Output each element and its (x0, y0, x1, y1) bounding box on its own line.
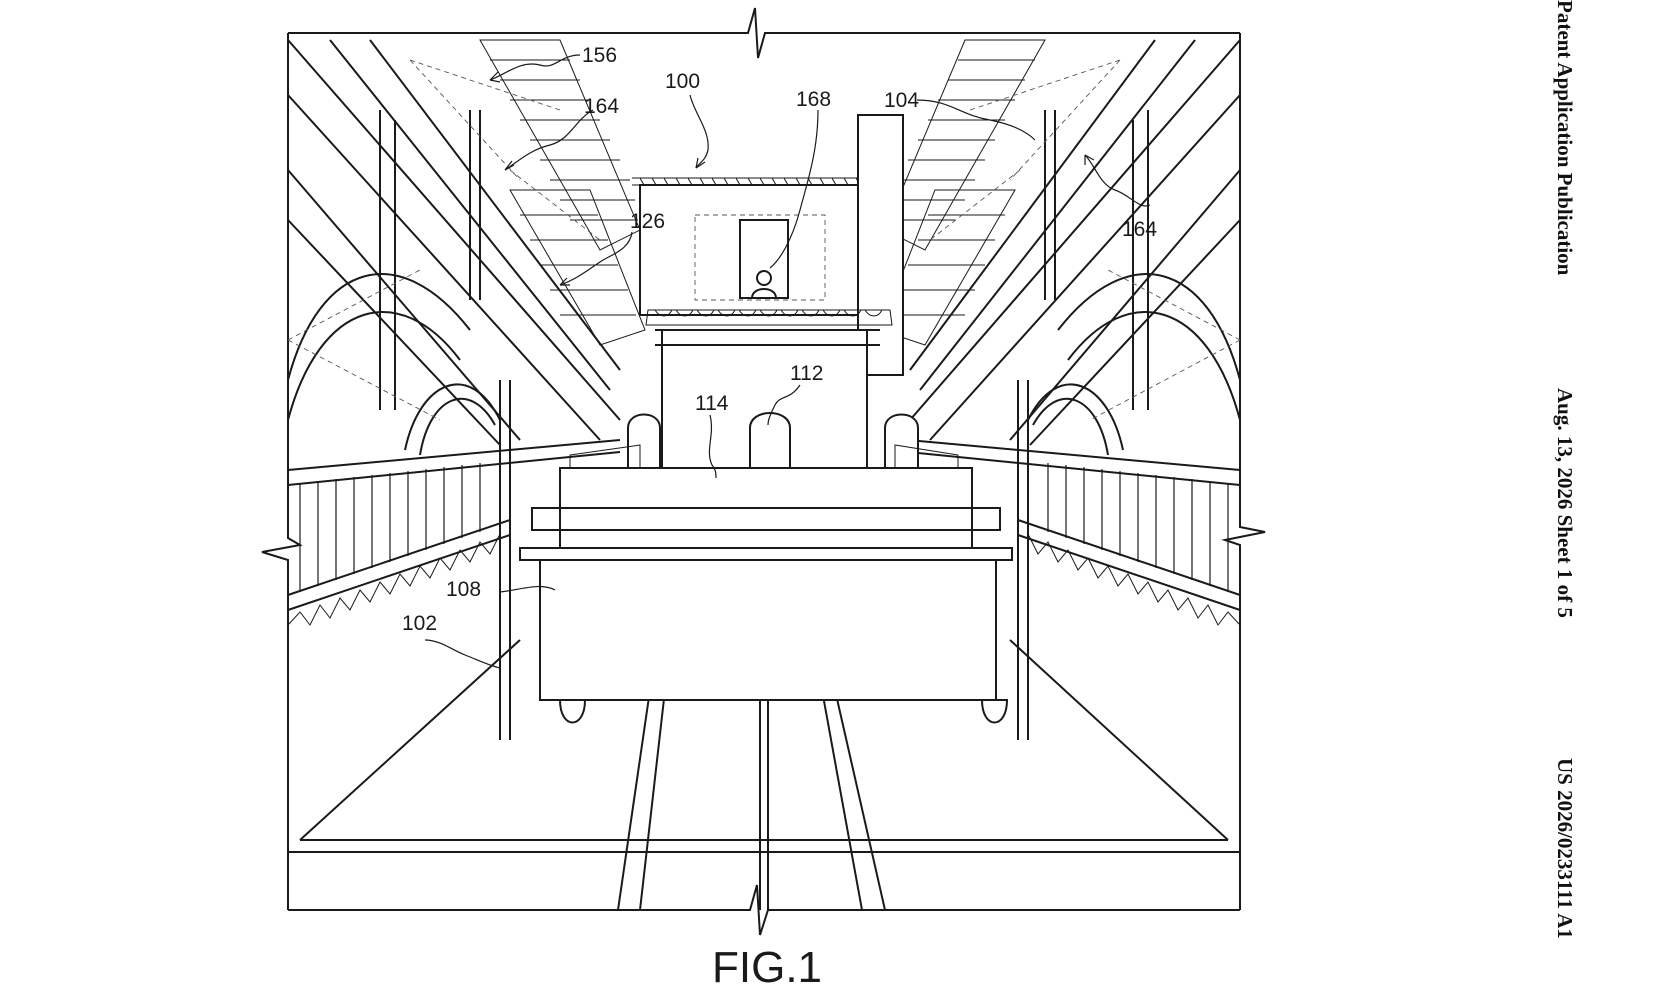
ref-108: 108 (446, 578, 481, 601)
publication-date-sheet: Aug. 13, 2026 Sheet 1 of 5 (1553, 388, 1577, 618)
ref-100: 100 (665, 70, 700, 93)
publication-type: Patent Application Publication (1553, 0, 1577, 276)
central-building (632, 114, 904, 471)
ref-114: 114 (695, 392, 729, 415)
ref-112: 112 (790, 362, 823, 385)
publication-number: US 2026/0233111 A1 (1553, 758, 1577, 939)
leader-lines (424, 54, 1151, 669)
ref-164-left: 164 (584, 95, 619, 118)
publication-header: Patent Application Publication Aug. 13, … (1548, 0, 1582, 1000)
figure-caption: FIG.1 (712, 943, 822, 992)
figure-frame (261, 7, 1266, 936)
ride-vehicle (519, 412, 1013, 724)
ref-164-right: 164 (1122, 218, 1157, 241)
track-floor (288, 639, 1240, 911)
right-structure (879, 39, 1241, 740)
ref-126: 126 (630, 210, 665, 233)
ref-156: 156 (582, 44, 617, 67)
ref-168: 168 (796, 88, 831, 111)
ref-102: 102 (402, 612, 437, 635)
ref-104: 104 (884, 89, 919, 112)
projection-beams (287, 59, 1241, 421)
left-structure (287, 39, 646, 740)
reference-numerals: 156 164 100 168 104 164 126 112 114 108 … (402, 44, 1157, 635)
